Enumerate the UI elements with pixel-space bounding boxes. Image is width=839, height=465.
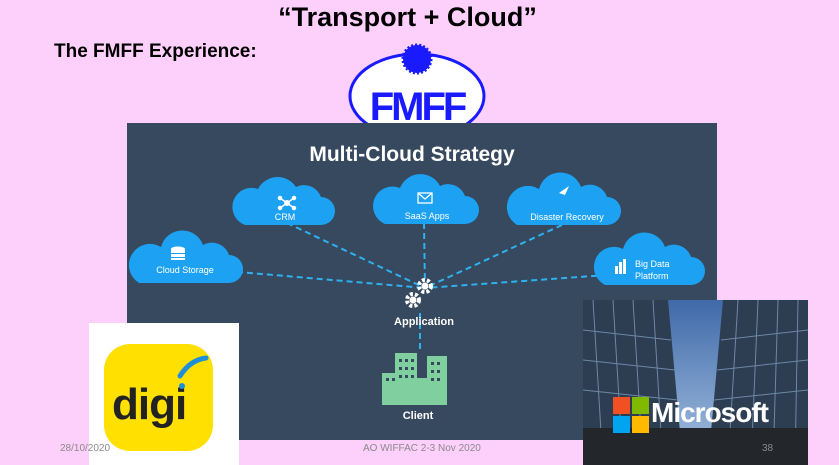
digi-swoosh-icon <box>177 355 209 389</box>
fmff-logo: FMFF <box>348 43 486 140</box>
client-label: Client <box>403 410 434 422</box>
digi-logo: digi <box>104 344 213 451</box>
digi-logo-text: digi <box>112 380 187 429</box>
slide-title: “Transport + Cloud” <box>278 2 537 32</box>
footer-date: 28/10/2020 <box>60 443 111 454</box>
microsoft-logo-text: Microsoft <box>651 397 769 428</box>
cloud-disaster-label: Disaster Recovery <box>530 212 604 222</box>
buildings-icon <box>382 353 447 405</box>
diagram-title: Multi-Cloud Strategy <box>309 143 515 166</box>
cloud-big-data: Big Data Platform <box>593 232 705 285</box>
mail-icon <box>417 192 433 204</box>
gear-icon <box>405 278 433 308</box>
seal-icon <box>401 43 433 75</box>
digi-logo-box: digi <box>89 323 239 465</box>
footer-center: AO WIFFAC 2-3 Nov 2020 <box>363 443 481 454</box>
microsoft-building-photo: Microsoft <box>583 300 808 465</box>
cloud-saas-label: SaaS Apps <box>405 211 450 221</box>
cloud-saas: SaaS Apps <box>373 174 479 224</box>
cloud-storage-label: Cloud Storage <box>156 265 214 275</box>
cloud-storage: Cloud Storage <box>128 230 243 283</box>
bar-chart-icon <box>615 259 626 274</box>
microsoft-windows-icon <box>613 397 649 433</box>
cloud-big-data-label-2: Platform <box>635 271 669 281</box>
cloud-crm: CRM <box>232 177 335 225</box>
connector-lines <box>226 222 608 353</box>
database-icon <box>171 246 185 260</box>
slide-subtitle: The FMFF Experience: <box>54 41 257 62</box>
fmff-logo-text: FMFF <box>370 85 466 129</box>
application-label: Application <box>394 316 454 328</box>
page-number: 38 <box>762 443 774 454</box>
cloud-crm-label: CRM <box>275 212 296 222</box>
comet-icon <box>559 186 569 195</box>
cloud-disaster-recovery: Disaster Recovery <box>506 172 621 225</box>
cloud-big-data-label-1: Big Data <box>635 259 670 269</box>
network-icon <box>277 195 297 211</box>
